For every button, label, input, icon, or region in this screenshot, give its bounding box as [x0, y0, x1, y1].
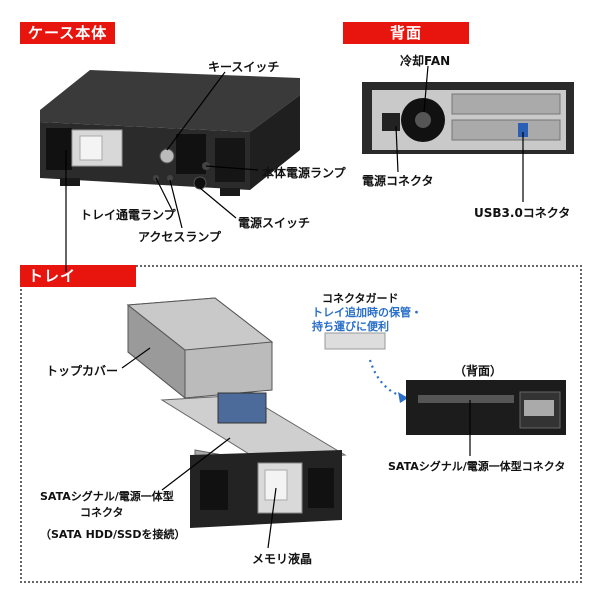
label-rear-connector: SATAシグナル/電源一体型コネクタ: [388, 460, 566, 473]
label-guard-note-2: 持ち運びに便利: [312, 320, 389, 333]
label-power-connector: 電源コネクタ: [362, 174, 434, 188]
section-case-body: ケース本体: [20, 22, 116, 44]
label-sata-connector-2: コネクタ: [80, 506, 124, 519]
label-key-switch: キースイッチ: [208, 60, 280, 74]
case-body-drawing: [40, 70, 300, 196]
label-tray-power-lamp: トレイ通電ランプ: [80, 208, 176, 222]
label-top-cover: トップカバー: [46, 364, 119, 378]
label-sata-connector-1: SATAシグナル/電源一体型: [40, 490, 174, 503]
label-sata-note: （SATA HDD/SSDを接続）: [40, 528, 186, 541]
tray-rear-drawing: [406, 380, 566, 435]
label-tray-rear: （背面）: [454, 364, 503, 378]
tray-section-frame: [20, 265, 582, 583]
connector-guard-drawing: [324, 332, 386, 350]
label-guard-note-1: トレイ追加時の保管・: [312, 306, 422, 319]
label-main-power-lamp: 本体電源ランプ: [262, 166, 346, 180]
section-rear: 背面: [343, 22, 469, 44]
tray-body-drawing: [160, 392, 347, 528]
top-cover-drawing: [126, 297, 274, 400]
section-tray: トレイ: [20, 265, 136, 287]
rear-panel-drawing: [362, 82, 574, 154]
label-usb-connector: USB3.0コネクタ: [474, 206, 571, 220]
label-connector-guard: コネクタガード: [322, 292, 399, 305]
label-access-lamp: アクセスランプ: [138, 230, 222, 244]
label-memory-lcd: メモリ液晶: [252, 552, 313, 566]
label-cooling-fan: 冷却FAN: [400, 54, 451, 68]
label-power-switch: 電源スイッチ: [238, 216, 311, 230]
